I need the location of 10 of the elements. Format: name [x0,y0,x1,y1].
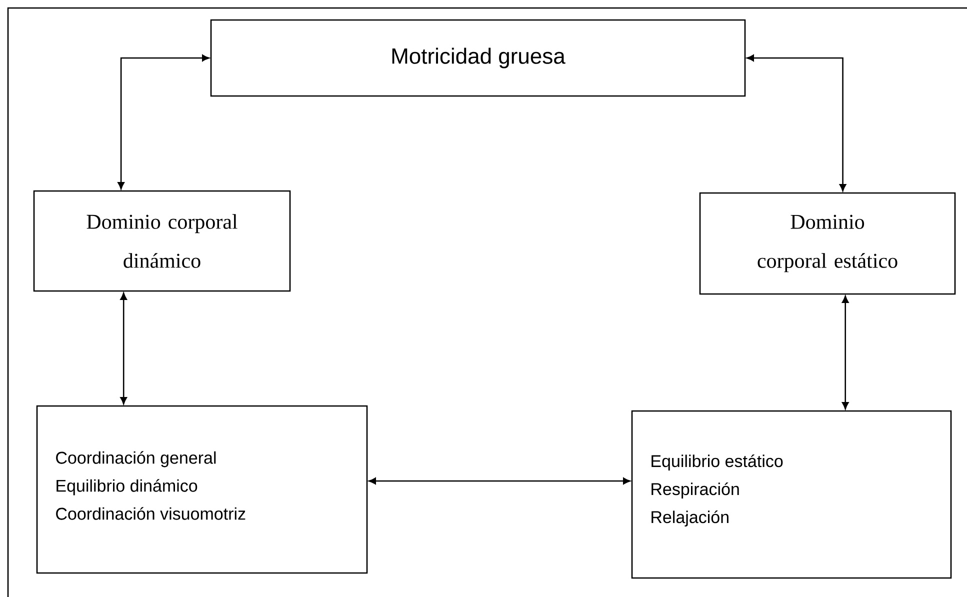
list-box: Coordinación general Equilibrio dinámico Coordinación visuomotriz [36,405,368,574]
arrow [368,478,630,484]
arrow [842,296,849,410]
text-box: Dominio corporal dinámico [33,190,291,292]
text-box: Motricidad gruesa [210,19,746,97]
arrow [120,292,128,404]
list-box: Equilibrio estático Respiración Relajación [631,410,952,579]
text-box: Dominio corporal estático [699,192,956,295]
arrow [118,54,210,190]
arrow [746,54,846,192]
